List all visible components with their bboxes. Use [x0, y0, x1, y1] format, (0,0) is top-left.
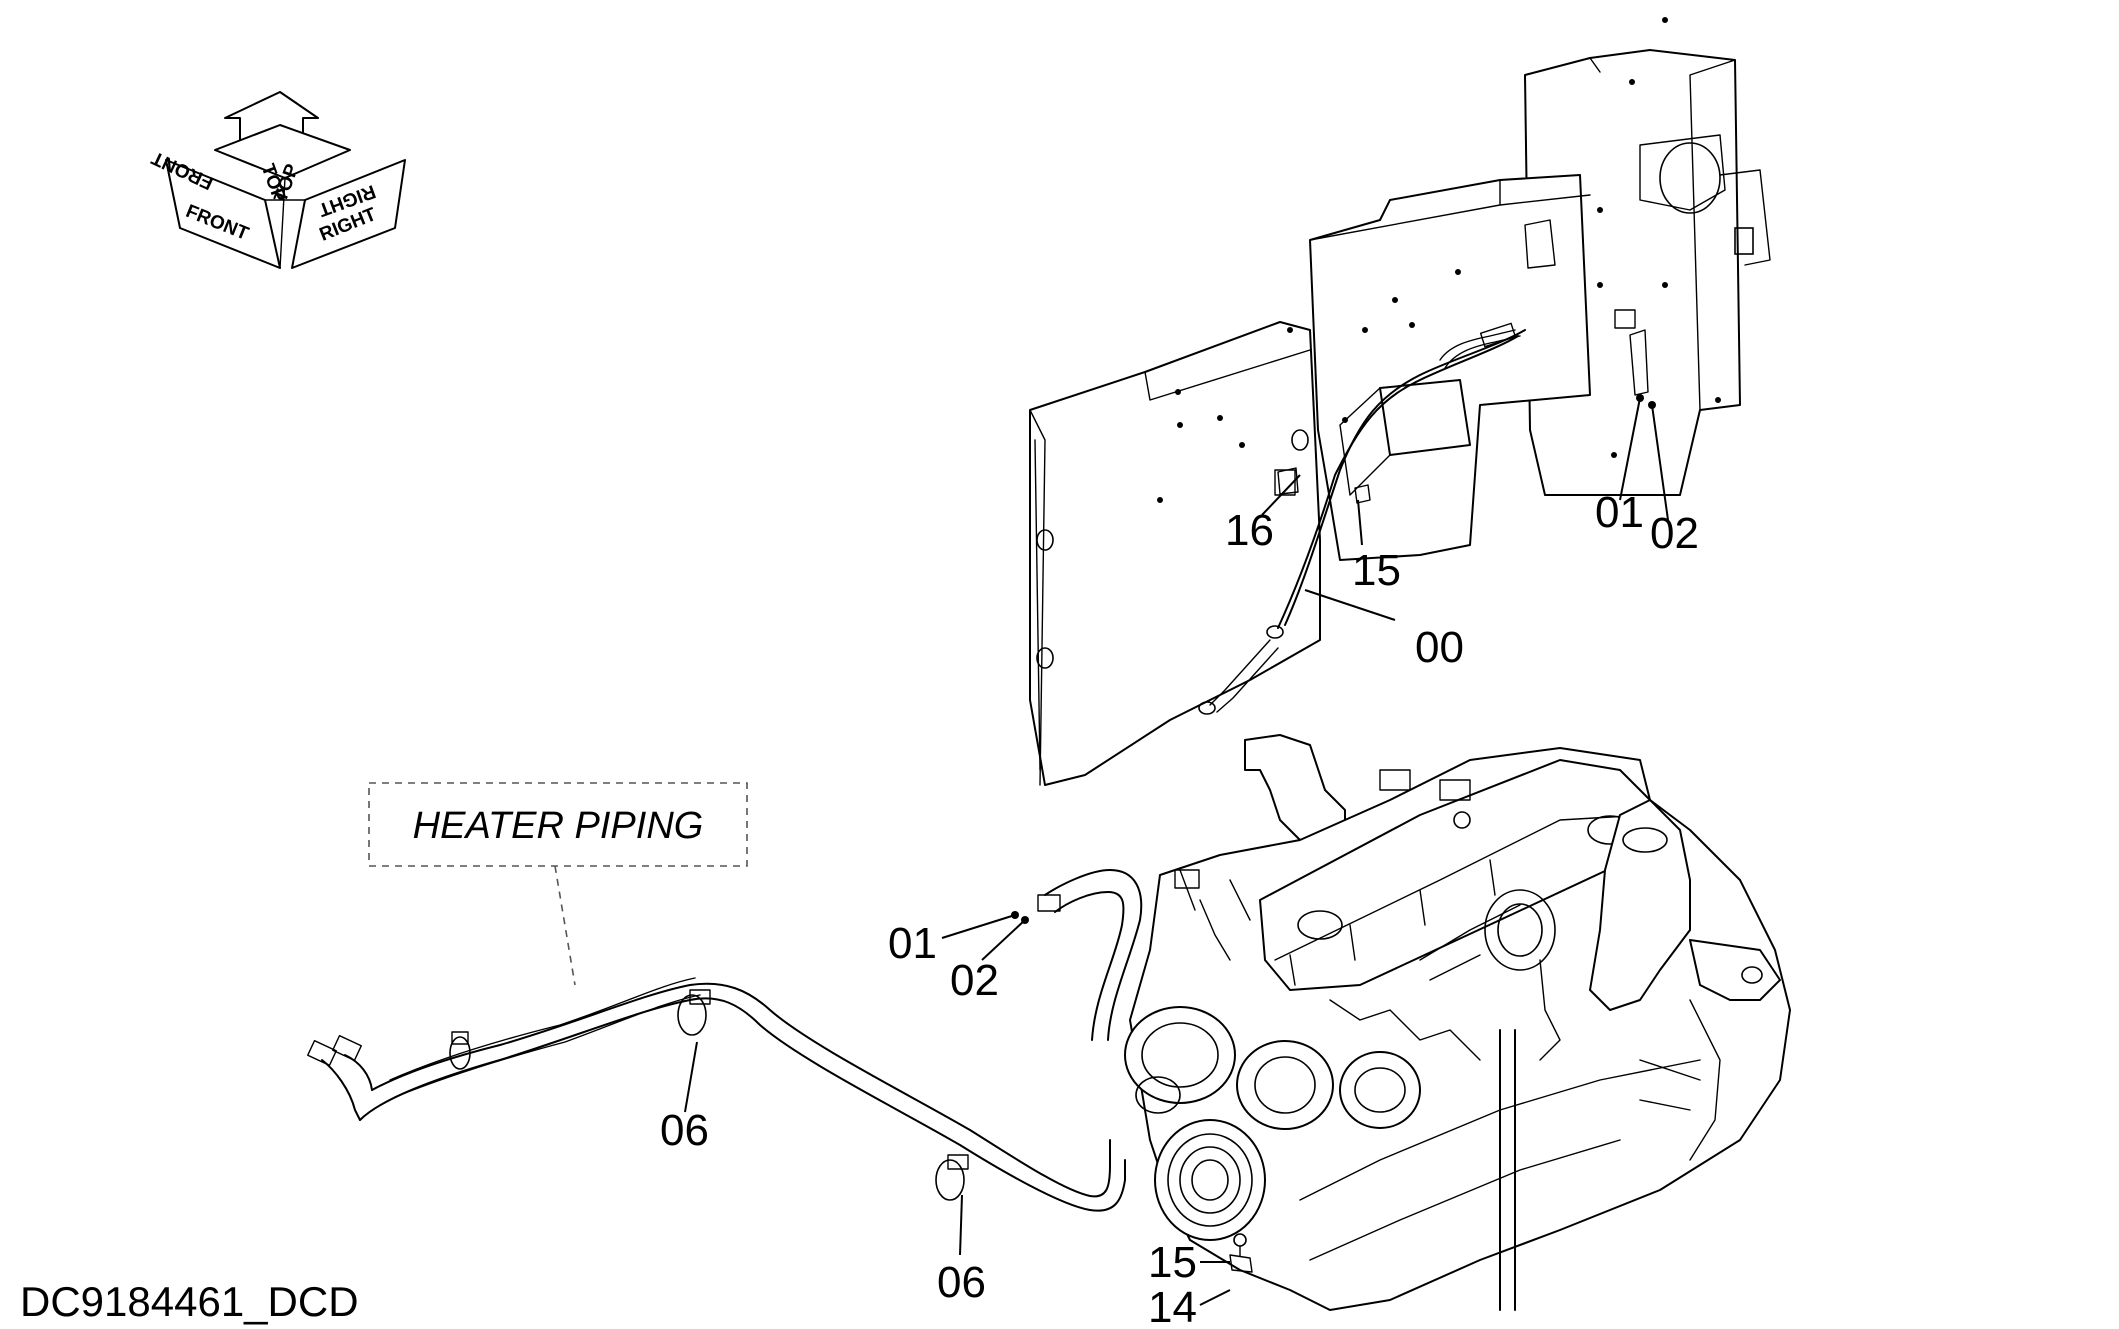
heater-piping-label: HEATER PIPING — [413, 805, 704, 847]
callout-16: 16 — [1225, 506, 1274, 555]
callout-01-upper: 01 — [1595, 488, 1644, 537]
heater-piping-reference-line — [554, 865, 576, 986]
callout-01-lower: 01 — [888, 919, 937, 968]
callout-leaders — [684, 394, 1669, 1306]
callout-06-right: 06 — [937, 1258, 986, 1307]
radiator-panels — [1029, 17, 1771, 786]
callout-14: 14 — [1148, 1283, 1197, 1329]
callout-02-lower: 02 — [950, 956, 999, 1005]
heater-piping-box — [368, 782, 748, 867]
callout-15-lower: 15 — [1148, 1238, 1197, 1287]
callout-15-upper: 15 — [1352, 546, 1401, 595]
orientation-indicator: FRONT FRONT TOP TOP RIGHT RIGHT — [148, 91, 406, 269]
callout-02-upper: 02 — [1650, 509, 1699, 558]
drawing-code: DC9184461_DCD — [20, 1278, 359, 1325]
engine-assembly — [1037, 734, 1791, 1311]
heater-piping — [307, 977, 1126, 1212]
callout-00: 00 — [1415, 623, 1464, 672]
callout-06-left: 06 — [660, 1106, 709, 1155]
